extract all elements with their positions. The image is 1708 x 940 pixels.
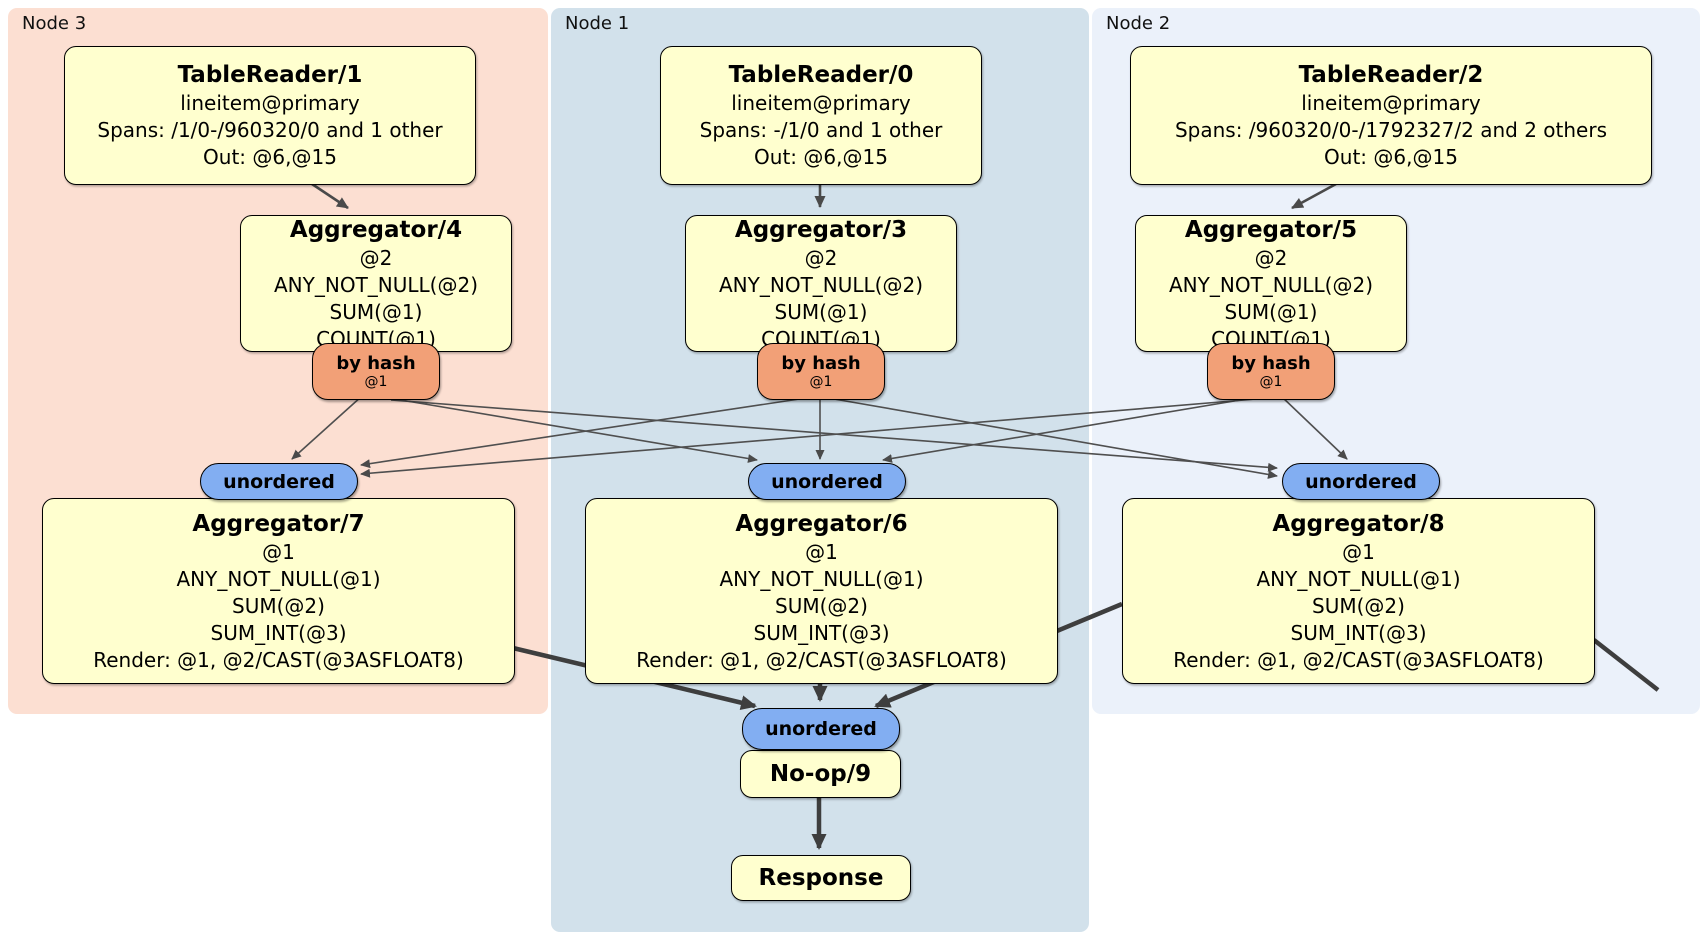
processor-detail: SUM(@1) xyxy=(1224,299,1318,324)
processor-title: Aggregator/4 xyxy=(289,216,463,243)
processor-detail: ANY_NOT_NULL(@2) xyxy=(719,272,923,297)
processor-title: Aggregator/8 xyxy=(1272,510,1445,537)
processor-detail: ANY_NOT_NULL(@1) xyxy=(1256,566,1461,591)
processor-title: Aggregator/7 xyxy=(192,510,365,537)
edge-aggregator8-right-stub xyxy=(1592,638,1660,692)
router-label: by hash xyxy=(781,352,861,374)
processor-detail: @2 xyxy=(359,245,393,270)
edge-byhash2-unordered3 xyxy=(360,398,1257,478)
processor-detail: Spans: -/1/0 and 1 other xyxy=(699,118,943,142)
unordered-sync-node3: unordered xyxy=(200,463,358,500)
processor-detail: ANY_NOT_NULL(@1) xyxy=(176,566,381,591)
processor-detail: SUM(@1) xyxy=(329,299,423,324)
processor-detail: Out: @6,@15 xyxy=(203,145,337,169)
edge-tablereader2-aggregator5 xyxy=(1291,182,1337,210)
processor-detail: @1 xyxy=(1342,539,1375,564)
processor-detail: SUM_INT(@3) xyxy=(753,620,890,645)
processor-detail: @2 xyxy=(804,245,838,270)
processor-detail: Out: @6,@15 xyxy=(754,145,888,169)
processor-detail: lineitem@primary xyxy=(731,91,911,115)
processor-title: No-op/9 xyxy=(769,761,872,787)
unordered-sync-gateway: unordered xyxy=(742,708,900,750)
processor-detail: @2 xyxy=(1254,245,1288,270)
processor-detail: @1 xyxy=(262,539,295,564)
processor-detail: SUM(@2) xyxy=(232,593,325,618)
processor-title: TableReader/1 xyxy=(177,62,363,88)
edge-byhash3-unordered1 xyxy=(388,397,758,463)
processor-tablereader1: TableReader/1 lineitem@primary Spans: /1… xyxy=(64,46,476,185)
router-key: @1 xyxy=(1259,373,1283,390)
processor-noop9: No-op/9 xyxy=(740,750,901,798)
processor-detail: Spans: /960320/0-/1792327/2 and 2 others xyxy=(1174,118,1607,142)
processor-aggregator7: Aggregator/7 @1 ANY_NOT_NULL(@1) SUM(@2)… xyxy=(42,498,515,684)
processor-detail: ANY_NOT_NULL(@1) xyxy=(719,566,924,591)
processor-aggregator4: Aggregator/4 @2 ANY_NOT_NULL(@2) SUM(@1)… xyxy=(240,215,512,352)
processor-title: TableReader/2 xyxy=(1298,62,1484,88)
router-key: @1 xyxy=(809,373,833,390)
router-key: @1 xyxy=(364,373,388,390)
edge-byhash2-unordered1 xyxy=(882,397,1253,463)
router-label: by hash xyxy=(1231,352,1311,374)
processor-detail: SUM(@2) xyxy=(1312,593,1405,618)
processor-aggregator8: Aggregator/8 @1 ANY_NOT_NULL(@1) SUM(@2)… xyxy=(1122,498,1595,684)
processor-detail: ANY_NOT_NULL(@2) xyxy=(274,272,478,297)
node2-label: Node 2 xyxy=(1106,13,1171,34)
processor-title: Aggregator/6 xyxy=(735,510,908,537)
processor-aggregator5: Aggregator/5 @2 ANY_NOT_NULL(@2) SUM(@1)… xyxy=(1135,215,1407,352)
byhash-router-node1: by hash @1 xyxy=(757,343,885,400)
processor-detail: ANY_NOT_NULL(@2) xyxy=(1169,272,1373,297)
processor-title: Aggregator/5 xyxy=(1184,216,1358,243)
processor-detail: lineitem@primary xyxy=(1301,91,1481,115)
edge-byhash3-unordered2 xyxy=(390,399,1278,472)
router-label: by hash xyxy=(336,352,416,374)
processor-detail: SUM_INT(@3) xyxy=(210,620,347,645)
processor-aggregator6: Aggregator/6 @1 ANY_NOT_NULL(@1) SUM(@2)… xyxy=(585,498,1058,684)
edge-byhash3-unordered3 xyxy=(291,395,363,460)
processor-tablereader0: TableReader/0 lineitem@primary Spans: -/… xyxy=(660,46,982,185)
edge-byhash1-unordered2 xyxy=(833,398,1278,479)
unordered-sync-node2: unordered xyxy=(1282,463,1440,500)
processor-detail: lineitem@primary xyxy=(180,91,360,115)
processor-detail: @1 xyxy=(805,539,838,564)
byhash-router-node2: by hash @1 xyxy=(1207,343,1335,400)
unordered-sync-node1: unordered xyxy=(748,463,906,500)
processor-aggregator3: Aggregator/3 @2 ANY_NOT_NULL(@2) SUM(@1)… xyxy=(685,215,957,352)
edge-tablereader1-aggregator4 xyxy=(311,182,349,210)
node3-label: Node 3 xyxy=(22,13,87,34)
edge-byhash2-unordered2 xyxy=(1280,395,1348,460)
processor-response: Response xyxy=(731,855,911,901)
byhash-router-node3: by hash @1 xyxy=(312,343,440,400)
processor-title: TableReader/0 xyxy=(728,62,914,88)
processor-detail: Out: @6,@15 xyxy=(1324,145,1458,169)
processor-detail: Render: @1, @2/CAST(@3ASFLOAT8) xyxy=(93,647,464,672)
processor-detail: SUM(@2) xyxy=(775,593,868,618)
processor-tablereader2: TableReader/2 lineitem@primary Spans: /9… xyxy=(1130,46,1652,185)
processor-title: Response xyxy=(758,865,884,891)
processor-detail: SUM(@1) xyxy=(774,299,868,324)
node1-label: Node 1 xyxy=(565,13,630,34)
processor-detail: Render: @1, @2/CAST(@3ASFLOAT8) xyxy=(1173,647,1544,672)
processor-detail: SUM_INT(@3) xyxy=(1290,620,1427,645)
processor-title: Aggregator/3 xyxy=(734,216,908,243)
processor-detail: Render: @1, @2/CAST(@3ASFLOAT8) xyxy=(636,647,1007,672)
processor-detail: Spans: /1/0-/960320/0 and 1 other xyxy=(97,118,443,142)
